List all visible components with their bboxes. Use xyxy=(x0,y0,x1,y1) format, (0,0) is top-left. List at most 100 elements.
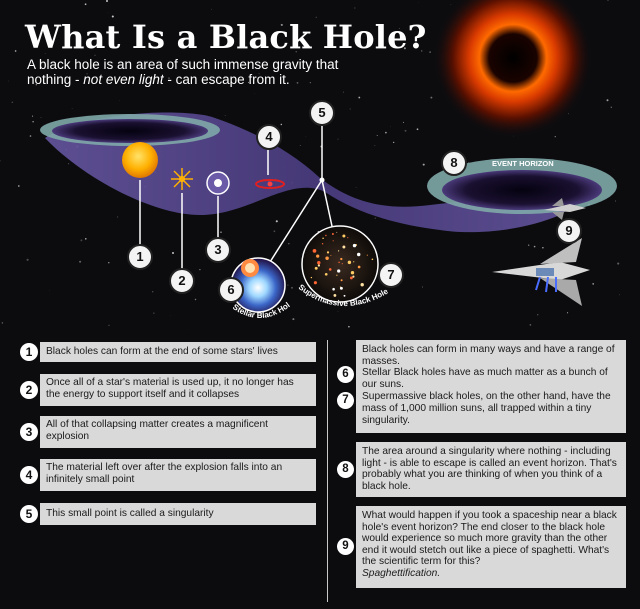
collapsing-star-icon xyxy=(171,168,193,190)
star-dot xyxy=(422,163,425,166)
star-dot xyxy=(194,298,197,301)
step-number: 2 xyxy=(20,381,38,399)
galaxy-dot xyxy=(332,240,334,242)
step-number: 1 xyxy=(20,343,38,361)
star-dot xyxy=(403,121,404,123)
star-dot xyxy=(374,145,376,146)
star-dot xyxy=(291,287,293,289)
fact-number-6: 6 xyxy=(337,366,354,383)
galaxy-dot xyxy=(325,234,327,237)
galaxy-dot xyxy=(342,234,346,238)
star-dot xyxy=(404,129,407,132)
column-divider xyxy=(327,340,328,602)
galaxy-dot xyxy=(350,271,355,275)
star-dot xyxy=(1,322,4,324)
step-number: 3 xyxy=(20,423,38,441)
diagram-number-8: 8 xyxy=(441,150,467,176)
star-dot xyxy=(26,258,29,261)
galaxy-dot xyxy=(317,261,321,265)
galaxy-dot xyxy=(340,279,343,282)
black-hole-diagram: EVENT HORIZON xyxy=(0,0,617,320)
galaxy-dot xyxy=(337,250,340,252)
event-horizon-text: The area around a singularity where noth… xyxy=(362,446,617,492)
step-item: 4 The material left over after the explo… xyxy=(20,459,316,491)
star-dot xyxy=(292,318,295,321)
galaxy-dot xyxy=(371,258,374,261)
star-dot xyxy=(376,135,378,137)
spaghettification-box: What would happen if you took a spaceshi… xyxy=(356,506,626,588)
fact-number-9: 9 xyxy=(337,538,354,555)
fact-number-7: 7 xyxy=(337,392,354,409)
star-dot xyxy=(40,116,42,118)
star-dot xyxy=(242,29,244,31)
galaxy-dot xyxy=(347,260,352,265)
step-text: This small point is called a singularity xyxy=(40,503,316,525)
fact-number-8: 8 xyxy=(337,461,354,478)
star-dot xyxy=(216,33,219,36)
star-dot xyxy=(29,135,32,137)
star-dot xyxy=(107,12,109,13)
star-dot xyxy=(287,284,289,286)
star-dot xyxy=(615,200,616,202)
star-dot xyxy=(199,268,201,271)
star-dot xyxy=(49,290,50,292)
diagram-number-1: 1 xyxy=(127,244,153,270)
star-dot xyxy=(258,73,260,75)
star-dot xyxy=(393,141,395,144)
galaxy-dot xyxy=(352,275,355,278)
star-dot xyxy=(79,260,82,263)
star-dot xyxy=(224,115,226,116)
page-title: What Is a Black Hole? xyxy=(25,18,427,56)
galaxy-dot xyxy=(356,252,361,257)
star-dot xyxy=(607,0,609,2)
star-dot xyxy=(337,310,339,312)
step-text: The material left over after the explosi… xyxy=(40,459,316,491)
event-horizon-image xyxy=(433,0,593,138)
galaxy-dot xyxy=(336,274,338,276)
star-dot xyxy=(17,185,20,187)
galaxy-dot xyxy=(336,231,338,233)
galaxy-dot xyxy=(314,266,318,270)
star-dot xyxy=(230,82,232,84)
star-dot xyxy=(380,46,383,49)
page-subtitle: A black hole is an area of such immense … xyxy=(27,57,367,87)
galaxy-dot xyxy=(353,261,355,263)
step-text: All of that collapsing matter creates a … xyxy=(40,416,316,448)
galaxy-dot xyxy=(360,283,364,287)
galaxy-dot xyxy=(343,294,346,297)
star-dot xyxy=(117,216,119,218)
subtitle-text-end: - can escape from it. xyxy=(163,72,290,87)
star-dot xyxy=(592,283,595,285)
star-dot xyxy=(468,161,470,163)
galaxy-dot xyxy=(337,269,341,273)
star-dot xyxy=(450,4,452,6)
step-number: 4 xyxy=(20,466,38,484)
star-dot xyxy=(0,160,1,162)
diagram-number-5: 5 xyxy=(309,100,335,126)
sun-icon xyxy=(122,142,158,178)
star-dot xyxy=(542,247,544,249)
star-dot xyxy=(273,230,276,233)
star-dot xyxy=(152,291,154,293)
star-dot xyxy=(51,47,53,48)
star-dot xyxy=(416,128,419,131)
star-dot xyxy=(567,312,569,314)
event-horizon-box: The area around a singularity where noth… xyxy=(356,442,626,497)
star-dot xyxy=(296,82,299,84)
galaxy-dot xyxy=(331,233,334,235)
galaxy-dot xyxy=(316,254,320,258)
star-dot xyxy=(280,123,282,126)
galaxy-dot xyxy=(326,251,330,254)
subtitle-emphasis: not even light xyxy=(83,72,164,87)
galaxy-dot xyxy=(332,287,335,291)
star-dot xyxy=(610,106,612,108)
star-dot xyxy=(247,81,249,83)
diagram-number-9: 9 xyxy=(556,218,582,244)
star-dot xyxy=(354,7,356,9)
step-text: Once all of a star's material is used up… xyxy=(40,374,316,406)
star-dot xyxy=(349,108,351,110)
star-dot xyxy=(80,239,83,242)
step-item: 2 Once all of a star's material is used … xyxy=(20,374,316,406)
star-dot xyxy=(343,91,345,93)
spaghettification-answer: Spaghettification. xyxy=(362,567,441,579)
